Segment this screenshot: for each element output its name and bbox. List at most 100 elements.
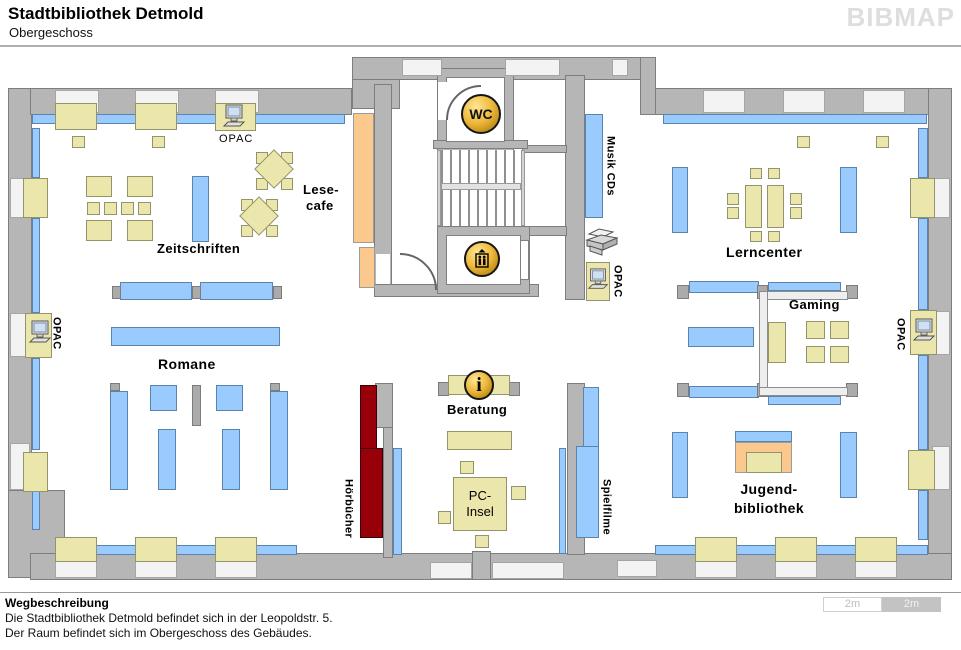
window <box>695 560 737 578</box>
wc-icon: WC <box>461 94 501 134</box>
room-label-beratung: Beratung <box>447 402 508 417</box>
shelf-endcap <box>192 385 201 426</box>
study-table <box>745 185 762 228</box>
page-title: Stadtbibliothek Detmold <box>8 4 204 23</box>
gaming-seat <box>830 346 849 363</box>
opac-label-top: OPAC <box>219 133 254 145</box>
chair <box>727 193 739 205</box>
window <box>402 59 442 76</box>
room-label-spielfilme: Spielfilme <box>600 479 613 535</box>
window-seat <box>135 103 177 130</box>
bookshelf <box>672 432 688 498</box>
stool <box>797 136 810 148</box>
window-seat <box>23 452 48 492</box>
dvd-shelf <box>576 446 599 538</box>
chair <box>768 168 780 179</box>
scale-segment-dark: 2m <box>882 597 941 612</box>
stool <box>152 136 165 148</box>
window <box>430 562 472 579</box>
chair <box>768 231 780 242</box>
footer-line-2: Der Raum befindet sich im Obergeschoss d… <box>5 626 312 640</box>
wall-core-right <box>565 75 585 300</box>
bookshelf <box>688 327 754 347</box>
cafe-counter <box>353 113 374 243</box>
magazine-shelf <box>192 176 209 242</box>
pc-island-label-1: PC- <box>468 487 492 503</box>
bookshelf <box>768 396 841 405</box>
room-label-musik-cds: Musik CDs <box>604 136 617 196</box>
opac-computer-icon <box>912 318 936 341</box>
elevator-icon <box>464 241 500 277</box>
chair <box>750 168 762 179</box>
stool <box>876 136 889 148</box>
wall-step-right <box>640 57 656 115</box>
window-seat <box>55 537 97 562</box>
bookshelf <box>840 432 857 498</box>
door-arc <box>446 85 482 121</box>
stool <box>438 511 451 524</box>
chair <box>750 231 762 242</box>
stool <box>72 136 85 148</box>
bookshelf <box>32 218 40 313</box>
table <box>86 220 112 241</box>
window-seat <box>910 178 935 218</box>
wc-icon-label: WC <box>469 106 493 122</box>
opac-computer-icon <box>222 104 246 127</box>
footer-line-1: Die Stadtbibliothek Detmold befindet sic… <box>5 611 333 625</box>
bookshelf <box>32 358 40 450</box>
bookshelf <box>270 391 288 490</box>
room-label-lesecafe-2: cafe <box>306 198 334 213</box>
window <box>505 59 560 76</box>
table <box>86 176 112 197</box>
shelf-endcap <box>192 286 201 299</box>
room-label-lesecafe-1: Lese- <box>303 182 339 197</box>
wall-stub <box>472 551 491 580</box>
shelf-endcap <box>110 383 120 391</box>
window-seat <box>23 178 48 218</box>
audiobook-shelf <box>360 448 383 538</box>
bibmap-logo: BIBMAP <box>846 2 955 32</box>
bookshelf <box>840 167 857 233</box>
table <box>746 452 782 473</box>
stool <box>460 461 474 474</box>
bookshelf <box>768 282 841 291</box>
info-icon: i <box>464 370 494 400</box>
chair <box>138 202 151 215</box>
wall-pillar <box>375 383 393 428</box>
room-label-zeitschriften: Zeitschriften <box>157 241 241 256</box>
window <box>703 90 745 113</box>
music-cd-shelf <box>585 114 603 218</box>
chair <box>266 225 278 237</box>
window <box>135 560 177 578</box>
room-label-hoerbuecher: Hörbücher <box>342 479 355 539</box>
bookshelf <box>222 429 240 490</box>
table <box>447 431 512 450</box>
gaming-seat <box>830 321 849 339</box>
window-seat <box>135 537 177 562</box>
door-opening <box>376 254 390 284</box>
printer-icon <box>585 228 619 256</box>
chair <box>727 207 739 219</box>
page-subtitle: Obergeschoss <box>9 25 93 40</box>
pc-island: PC- Insel <box>453 477 507 531</box>
bookshelf <box>200 282 273 300</box>
room-label-gaming: Gaming <box>789 297 840 312</box>
gaming-partition <box>759 291 768 396</box>
desk-endcap <box>509 382 520 396</box>
bookshelf <box>158 429 176 490</box>
gaming-table <box>768 322 786 363</box>
opac-computer-icon <box>587 268 609 289</box>
bookshelf <box>918 128 928 178</box>
bookshelf <box>32 490 40 530</box>
header-divider <box>0 45 961 47</box>
bookshelf <box>663 114 927 124</box>
window-seat <box>55 103 97 130</box>
bookshelf <box>689 386 759 398</box>
scale-segment-light: 2m <box>823 597 882 612</box>
chair <box>256 178 268 190</box>
stair-rail <box>521 150 525 226</box>
study-table <box>767 185 784 228</box>
stair-landing <box>441 183 521 190</box>
bookshelf <box>735 431 792 442</box>
shelf-endcap <box>112 286 121 299</box>
